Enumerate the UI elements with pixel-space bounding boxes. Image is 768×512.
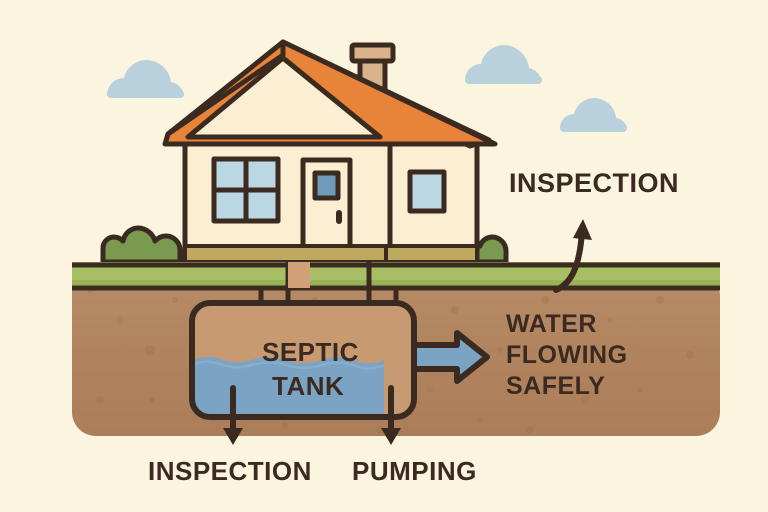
outlet-flow-arrow-icon <box>411 330 490 384</box>
arrow-up-inspection-icon <box>553 219 592 293</box>
label-inspection-top: INSPECTION <box>509 168 679 198</box>
cloud-top-right <box>465 45 542 84</box>
arrow-down-inspection-icon <box>223 385 243 445</box>
house-foundation-right <box>384 244 479 264</box>
window-right <box>407 169 447 214</box>
septic-tank <box>189 300 417 420</box>
door-window <box>312 170 341 201</box>
tank-water <box>192 356 385 418</box>
arrow-down-pumping-icon <box>381 385 401 445</box>
window-left <box>211 156 281 224</box>
house <box>162 39 498 266</box>
cloud-left <box>107 59 184 98</box>
label-septic-tank-line2: TANK <box>272 371 344 401</box>
label-septic-tank-line1: SEPTIC <box>262 337 359 367</box>
grass-surface <box>72 262 720 291</box>
pipe-riser-center <box>288 262 310 288</box>
door-handle-icon <box>336 210 342 224</box>
house-foundation-left <box>183 244 392 264</box>
label-water-flow-line3: SAFELY <box>506 372 605 400</box>
roof-gable-face <box>185 55 383 140</box>
cloud-right <box>560 97 627 132</box>
label-water-flow-line1: WATER <box>506 310 597 338</box>
bush-left <box>100 225 183 265</box>
label-pumping-bottom: PUMPING <box>352 456 477 486</box>
label-water-flow-line2: FLOWING <box>506 341 628 369</box>
label-inspection-bottom: INSPECTION <box>148 456 312 486</box>
